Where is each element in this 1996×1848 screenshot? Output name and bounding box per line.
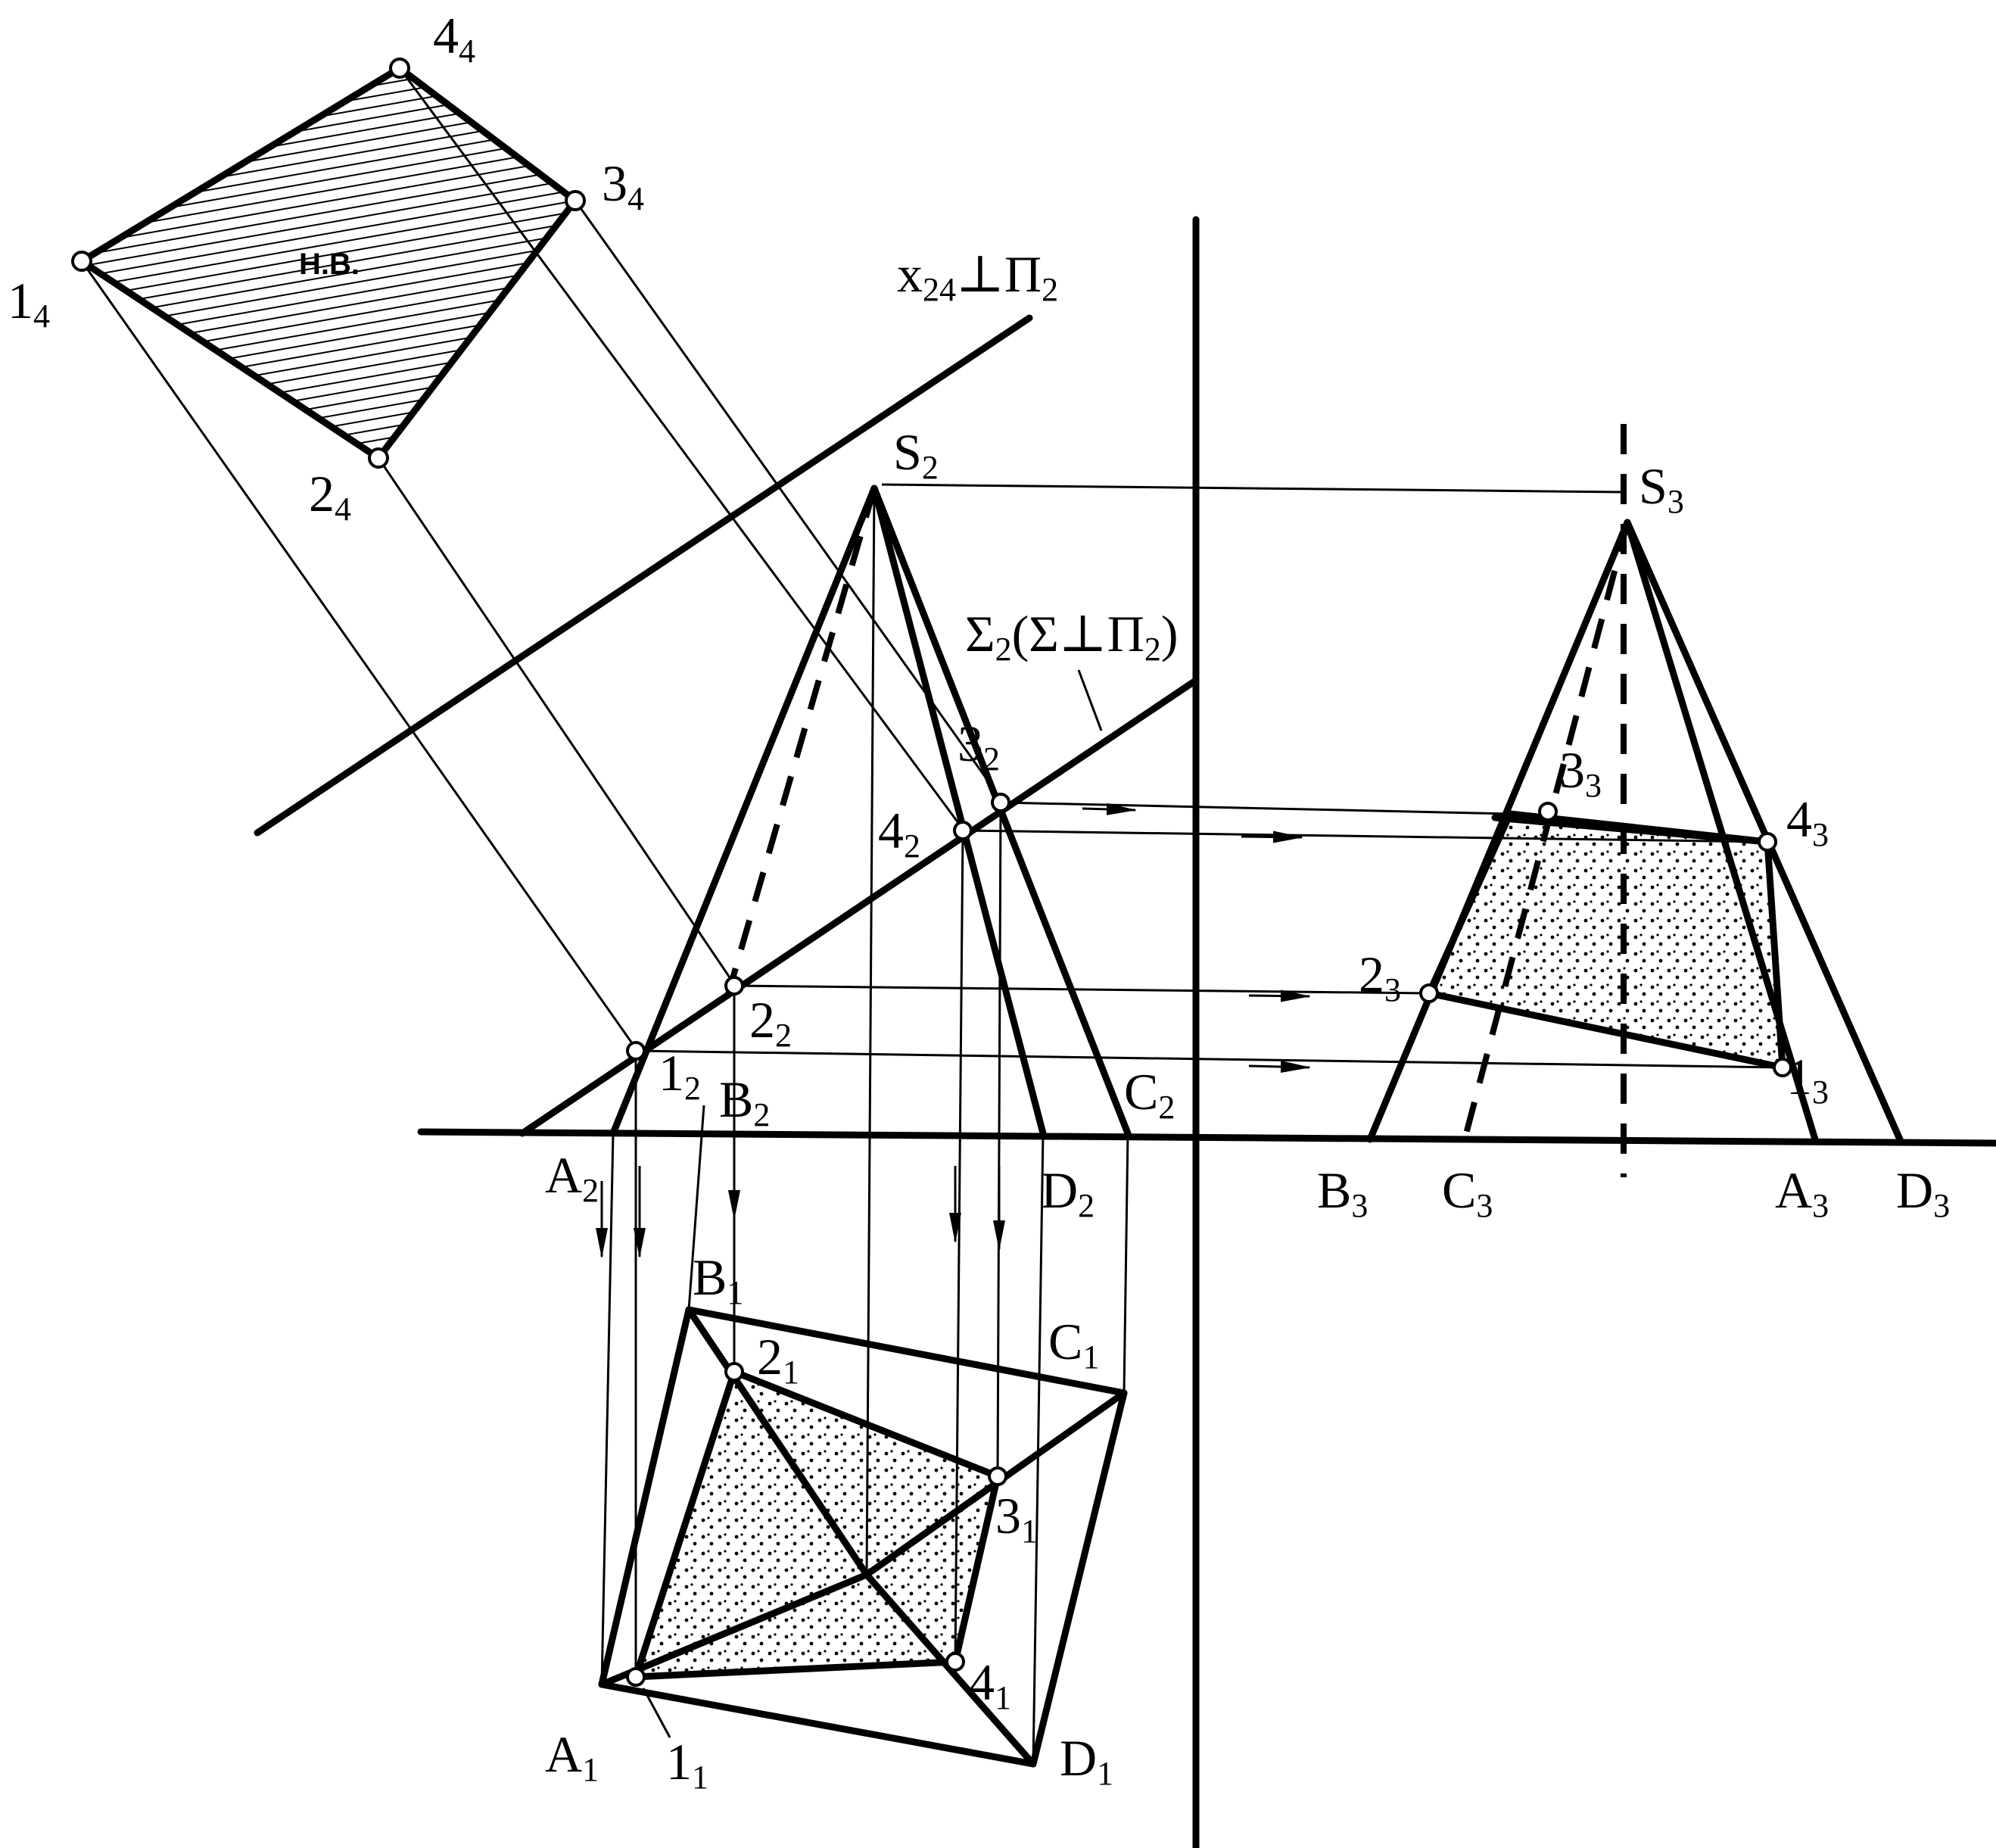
edge-S1-B1 bbox=[685, 1306, 870, 1578]
label-1-1: 11 bbox=[666, 1733, 708, 1796]
edge-S3-C3-hidden bbox=[1462, 521, 1630, 1141]
section-profile-fill bbox=[1429, 814, 1783, 1067]
vlink-S bbox=[865, 488, 876, 1575]
true-shape-view bbox=[78, 64, 1033, 1049]
sigma-leader bbox=[1077, 669, 1103, 731]
label-B2: B2 bbox=[719, 1070, 770, 1133]
link-S2-S3 bbox=[881, 483, 1624, 494]
label-C2: C2 bbox=[1124, 1063, 1175, 1126]
label-B3: B3 bbox=[1317, 1161, 1368, 1224]
label-S3: S3 bbox=[1639, 457, 1684, 520]
edge-S2-D2 bbox=[870, 485, 1047, 1137]
point-2-1 bbox=[724, 1362, 744, 1382]
label-axis-x24: x24⊥Π2 bbox=[897, 245, 1058, 308]
section-top-edge bbox=[1491, 814, 1771, 846]
section-top-fill bbox=[636, 1372, 998, 1677]
vlink-C bbox=[1123, 1133, 1129, 1394]
label-B1: B1 bbox=[693, 1248, 743, 1311]
label-3-1: 31 bbox=[995, 1487, 1038, 1550]
label-4-1: 41 bbox=[969, 1653, 1011, 1716]
axis-x24 bbox=[254, 314, 1033, 837]
ray-1 bbox=[80, 260, 637, 1049]
point-1-3 bbox=[1773, 1058, 1792, 1077]
label-2-1: 21 bbox=[757, 1328, 799, 1391]
front-view bbox=[417, 216, 1996, 1848]
point-1-1 bbox=[626, 1667, 646, 1687]
base-line bbox=[417, 1128, 1996, 1147]
edge-S2-A2 bbox=[609, 485, 878, 1137]
label-4-4: 44 bbox=[433, 7, 475, 70]
link-1 bbox=[635, 1049, 1783, 1069]
label-4-3: 43 bbox=[1786, 790, 1829, 853]
vlink-A bbox=[600, 1133, 615, 1685]
label-true-shape: Н.В. bbox=[299, 248, 360, 281]
point-3-2 bbox=[991, 793, 1010, 812]
label-A2: A2 bbox=[545, 1146, 599, 1209]
label-S2: S2 bbox=[893, 423, 939, 486]
label-1-2: 12 bbox=[659, 1044, 701, 1107]
label-D2: D2 bbox=[1041, 1161, 1095, 1224]
label-C1: C1 bbox=[1048, 1313, 1099, 1376]
arrow-3 bbox=[1082, 802, 1137, 815]
edge-S1-A1 bbox=[598, 1571, 870, 1688]
point-4-1 bbox=[945, 1652, 965, 1672]
point-3-3 bbox=[1538, 802, 1558, 821]
label-C3: C3 bbox=[1442, 1161, 1493, 1224]
label-3-2: 32 bbox=[958, 715, 1000, 778]
label-D1: D1 bbox=[1060, 1729, 1113, 1792]
ray-2 bbox=[377, 457, 736, 985]
point-4-3 bbox=[1758, 832, 1777, 852]
point-1-4 bbox=[71, 251, 92, 272]
point-4-2 bbox=[953, 821, 973, 840]
label-sigma: Σ2(Σ⊥Π2) bbox=[965, 605, 1179, 668]
label-3-4: 34 bbox=[602, 154, 644, 217]
labels: 14 24 34 44 Н.В. x24⊥Π2 Σ2(Σ⊥Π2) S2 S3 3… bbox=[8, 7, 1950, 1796]
edge-S3-D3 bbox=[1624, 519, 1904, 1143]
point-4-4 bbox=[389, 58, 410, 79]
label-2-3: 23 bbox=[1359, 946, 1401, 1008]
label-1-3: 13 bbox=[1786, 1048, 1829, 1111]
vlink-B bbox=[687, 1105, 705, 1310]
label-A3: A3 bbox=[1775, 1161, 1829, 1224]
ray-4 bbox=[398, 67, 964, 830]
vlink-D bbox=[1032, 1133, 1045, 1765]
label-3-3: 33 bbox=[1559, 741, 1602, 804]
leader-1-1 bbox=[642, 1688, 671, 1738]
vlink-3 bbox=[996, 802, 1002, 1477]
profile-view bbox=[1366, 424, 1904, 1177]
label-D3: D3 bbox=[1896, 1161, 1950, 1224]
point-2-4 bbox=[368, 447, 389, 469]
top-view bbox=[598, 1306, 1128, 1768]
point-1-2 bbox=[626, 1041, 646, 1061]
point-2-3 bbox=[1419, 983, 1439, 1003]
link-2 bbox=[733, 984, 1430, 995]
point-3-1 bbox=[988, 1466, 1007, 1486]
link-3 bbox=[1000, 801, 1511, 815]
point-3-4 bbox=[565, 190, 586, 211]
label-A1: A1 bbox=[545, 1725, 599, 1788]
label-2-4: 24 bbox=[309, 465, 351, 528]
arrow-1 bbox=[1248, 1061, 1311, 1074]
point-2-2 bbox=[724, 976, 744, 996]
plane-sigma2 bbox=[518, 678, 1198, 1137]
label-1-4: 14 bbox=[8, 272, 50, 335]
edge-S2-B2-hidden bbox=[724, 487, 877, 1001]
label-4-2: 42 bbox=[878, 802, 920, 865]
label-2-2: 22 bbox=[749, 991, 792, 1054]
